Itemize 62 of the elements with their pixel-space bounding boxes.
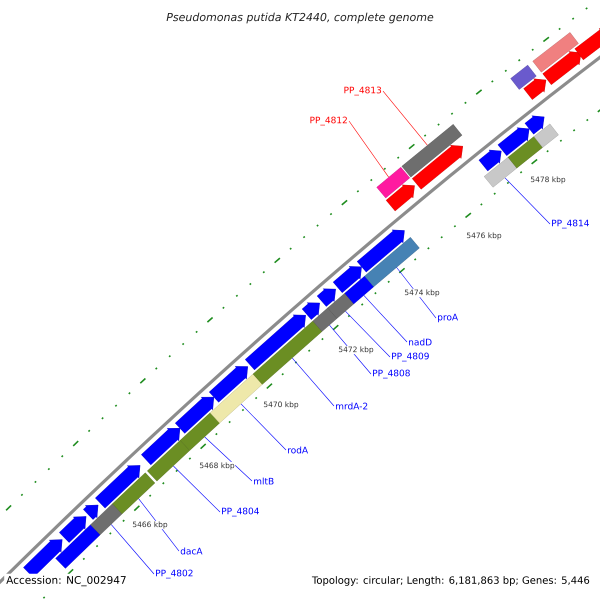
accession-text: Accession: NC_002947 [4,574,129,588]
gene-label: PP_4802 [156,570,193,578]
gene-block [376,167,410,198]
gene-feature [332,266,362,293]
gene-label: rodA [288,446,308,454]
gene-label: PP_4813 [344,86,382,96]
gene-feature [524,116,544,134]
gene-block [484,157,517,188]
gene-feature [523,78,546,100]
gene-block [402,124,462,178]
gene-block [55,524,100,569]
leader-line [345,311,390,358]
gene-block [534,124,559,148]
leader-line [504,178,550,224]
gene-feature [209,366,248,402]
gene-feature [302,302,320,320]
gene-feature [95,465,140,508]
gene-label: proA [438,314,458,322]
gene-feature [542,51,582,85]
gene-block [112,472,156,514]
gene-block [90,504,122,535]
gene-feature [498,128,530,156]
gene-feature [141,428,180,466]
gene-label: PP_4812 [310,116,347,126]
leader-line [348,120,389,178]
gene-block [210,374,262,424]
gene-block [344,276,374,304]
summary-text: Topology: circular; Length: 6,181,863 bp; Genes: 5,446 [312,576,590,586]
gene-block [252,320,322,385]
gene-feature [245,314,306,370]
gene-label: mltB [254,478,274,484]
gene-block [147,440,190,482]
title: Pseudomonas putida KT2440, complete genome [166,12,434,24]
leader-line [292,358,334,406]
gene-feature [83,504,98,520]
gene-label: nadD [409,338,432,346]
gene-block [180,412,220,451]
gene-block [532,32,579,72]
gene-label: PP_4808 [373,370,410,378]
gene-label: dacA [180,548,202,554]
gene-feature [574,28,600,60]
leader-line [240,404,286,450]
gene-label: mrdA-2 [336,402,368,410]
gene-block [364,237,420,287]
gene-feature [175,396,214,434]
gene-feature [356,230,405,272]
gene-feature [316,288,336,307]
gene-block [510,64,536,90]
gene-label: PP_4804 [222,508,259,516]
leader-line [364,295,408,342]
leader-line [382,90,428,146]
gene-block [328,293,354,319]
gene-feature [59,516,86,543]
gene-label: PP_4814 [552,220,589,228]
gene-block [508,136,543,168]
gene-label: PP_4809 [392,352,429,362]
gene-block [312,308,338,332]
gene-feature [478,150,502,172]
leader-line [173,466,220,512]
gene-feature [412,145,463,190]
leader-line [204,436,252,482]
gene-feature [386,184,415,212]
